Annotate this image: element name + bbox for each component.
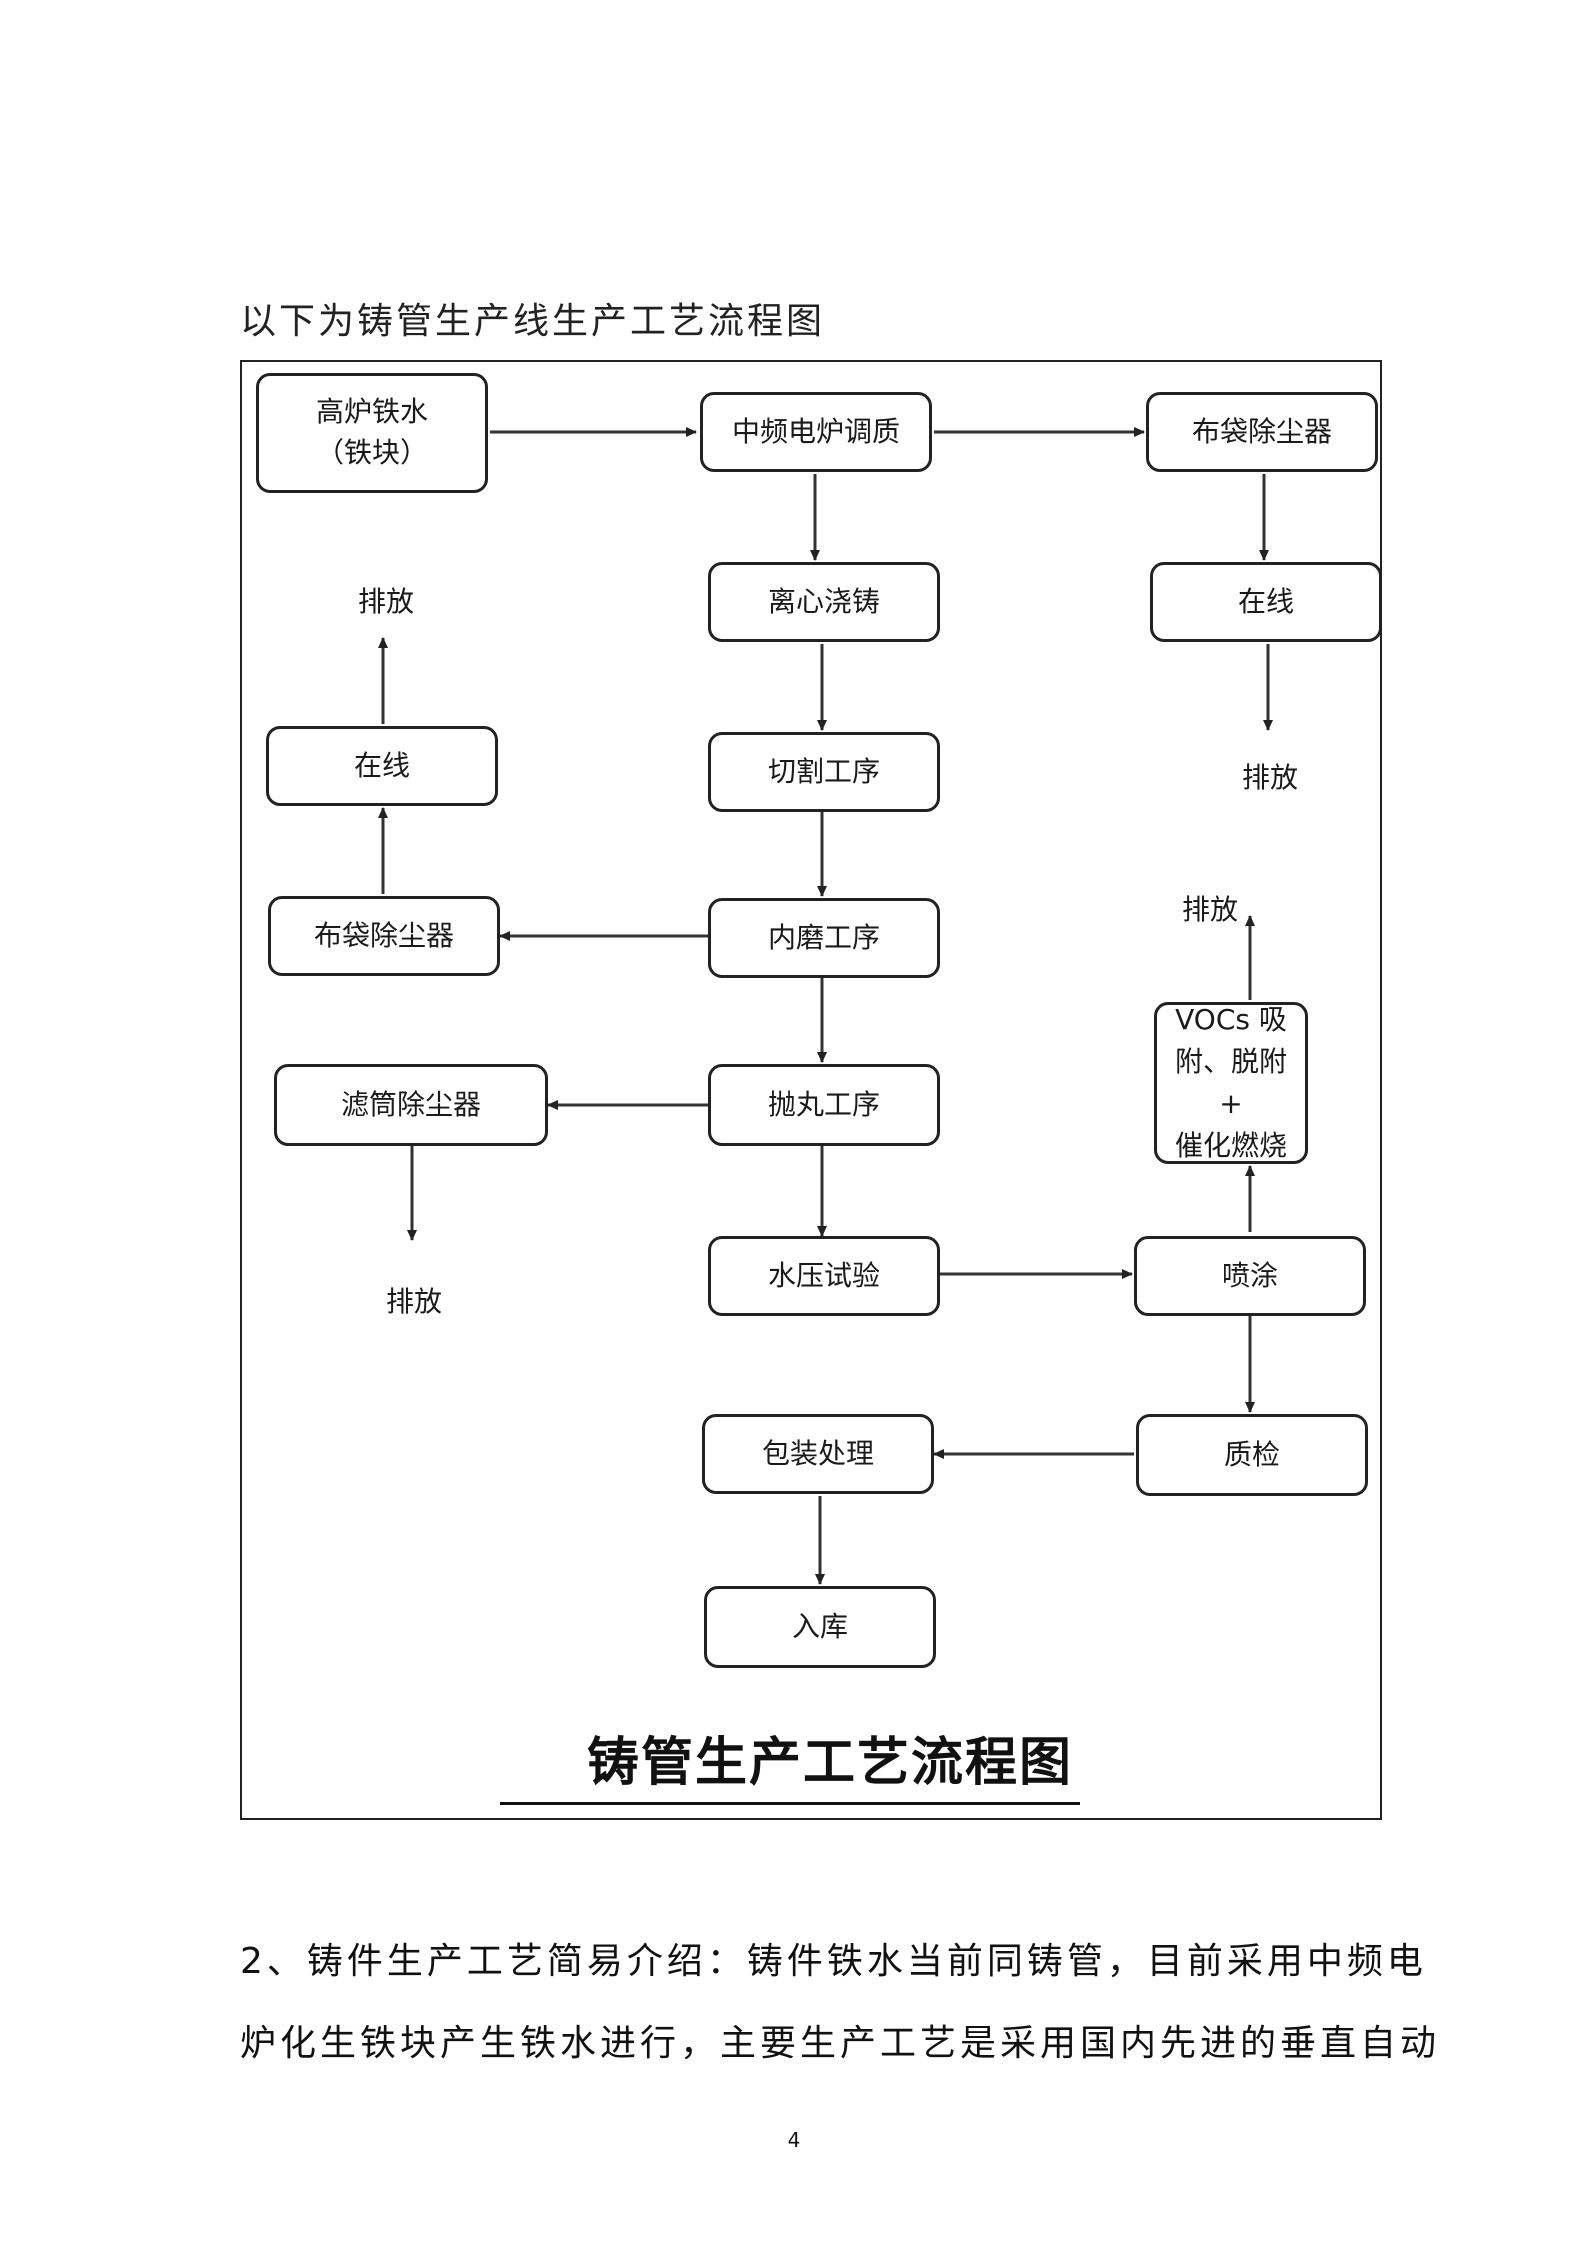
node-zhijian: 质检: [1136, 1414, 1368, 1496]
node-zaixian1: 在线: [1150, 562, 1382, 642]
node-gaolu: 高炉铁水 （铁块）: [256, 373, 488, 493]
emission-label-vocs: 排放: [1181, 893, 1239, 926]
node-budai1: 布袋除尘器: [1146, 392, 1378, 472]
node-pentu-label: 喷涂: [1221, 1258, 1278, 1292]
node-budai1-label: 布袋除尘器: [1191, 414, 1332, 448]
intro-text: 以下为铸管生产线生产工艺流程图: [240, 301, 826, 342]
node-lvtong: 滤筒除尘器: [274, 1064, 548, 1146]
node-pentu: 喷涂: [1134, 1236, 1366, 1316]
emission-label-zaixian1: 排放: [1241, 761, 1299, 794]
node-vocs: VOCs 吸 附、脱附+ 催化燃烧: [1154, 1002, 1308, 1164]
node-paowan: 抛丸工序: [708, 1064, 940, 1146]
node-qiege: 切割工序: [708, 732, 940, 812]
node-lixin: 离心浇铸: [708, 562, 940, 642]
node-baozhuang: 包装处理: [702, 1414, 934, 1494]
node-baozhuang-label: 包装处理: [761, 1436, 874, 1470]
node-zaixian2: 在线: [266, 726, 498, 806]
node-neimo-label: 内磨工序: [767, 920, 880, 954]
node-zaixian1-label: 在线: [1237, 584, 1294, 618]
node-budai2: 布袋除尘器: [268, 896, 500, 976]
node-shuiya-label: 水压试验: [767, 1258, 880, 1292]
node-zaixian2-label: 在线: [353, 748, 410, 782]
node-neimo: 内磨工序: [708, 898, 940, 978]
node-budai2-label: 布袋除尘器: [313, 918, 454, 952]
title-underline: [500, 1802, 1080, 1805]
node-zhongpin-label: 中频电炉调质: [731, 414, 900, 448]
node-shuiya: 水压试验: [708, 1236, 940, 1316]
node-ruku: 入库: [704, 1586, 936, 1668]
node-ruku-label: 入库: [791, 1609, 848, 1643]
node-zhijian-label: 质检: [1223, 1437, 1280, 1471]
node-lixin-label: 离心浇铸: [767, 584, 880, 618]
node-gaolu-label: 高炉铁水 （铁块）: [315, 395, 428, 469]
emission-label-lvtong: 排放: [385, 1285, 443, 1318]
emission-label-zaixian2: 排放: [357, 585, 415, 618]
node-lvtong-label: 滤筒除尘器: [340, 1087, 481, 1121]
paragraph-line-2: 炉化生铁块产生铁水进行，主要生产工艺是采用国内先进的垂直自动: [240, 2023, 1441, 2064]
node-vocs-label: VOCs 吸 附、脱附+ 催化燃烧: [1174, 1003, 1287, 1162]
node-qiege-label: 切割工序: [767, 754, 880, 788]
paragraph-line-1: 2、铸件生产工艺简易介绍：铸件铁水当前同铸管，目前采用中频电: [240, 1941, 1427, 1982]
node-paowan-label: 抛丸工序: [767, 1087, 880, 1121]
diagram-title: 铸管生产工艺流程图: [586, 1732, 1073, 1793]
page-number: 4: [787, 2128, 801, 2152]
node-zhongpin: 中频电炉调质: [700, 392, 932, 472]
diagram-frame: [240, 360, 1382, 1820]
